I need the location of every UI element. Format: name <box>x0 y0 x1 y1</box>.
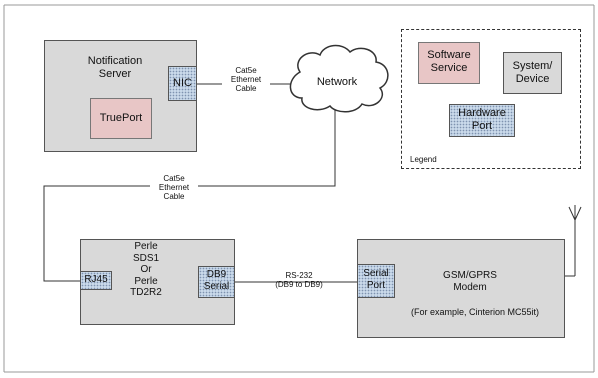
legend-system-device <box>503 52 562 94</box>
legend-software-service <box>418 42 480 84</box>
perle-device-title: Perle SDS1 Or Perle TD2R2 <box>130 241 162 298</box>
rs232-label: RS-232 (DB9 to DB9) <box>275 271 323 290</box>
network-rj45-cable <box>43 110 336 282</box>
db9-serial-port <box>198 266 235 298</box>
notification-server-title: Notification Server <box>87 55 143 80</box>
serial-port <box>357 264 395 298</box>
network-cloud <box>289 44 389 113</box>
db9-serial-port-label: DB9 Serial <box>203 269 230 292</box>
legend-software-service-label: Software Service <box>427 49 471 74</box>
antenna-arm-left <box>568 206 576 221</box>
nic-port <box>168 66 197 101</box>
network-label: Network <box>316 76 358 88</box>
legend-hardware-port <box>449 104 515 137</box>
gsm-modem-note: (For example, Cinterion MC55it) <box>410 307 540 317</box>
gsm-modem-title: GSM/GPRS Modem <box>443 270 497 293</box>
rj45-port-label: RJ45 <box>84 274 108 285</box>
cable-label-left: Cat5e Ethernet Cable <box>150 174 198 202</box>
trueport-label: TruePort <box>99 112 143 124</box>
cable-label-top: Cat5e Ethernet Cable <box>222 66 270 94</box>
nic-port-label: NIC <box>173 77 192 89</box>
legend-system-device-label: System/ Device <box>512 60 553 85</box>
legend-title: Legend <box>410 155 437 164</box>
legend-hardware-port-label: Hardware Port <box>458 107 506 132</box>
serial-port-label: Serial Port <box>363 268 389 291</box>
antenna-arm-right <box>574 206 582 221</box>
rj45-port <box>80 271 112 290</box>
trueport-box <box>90 98 152 139</box>
